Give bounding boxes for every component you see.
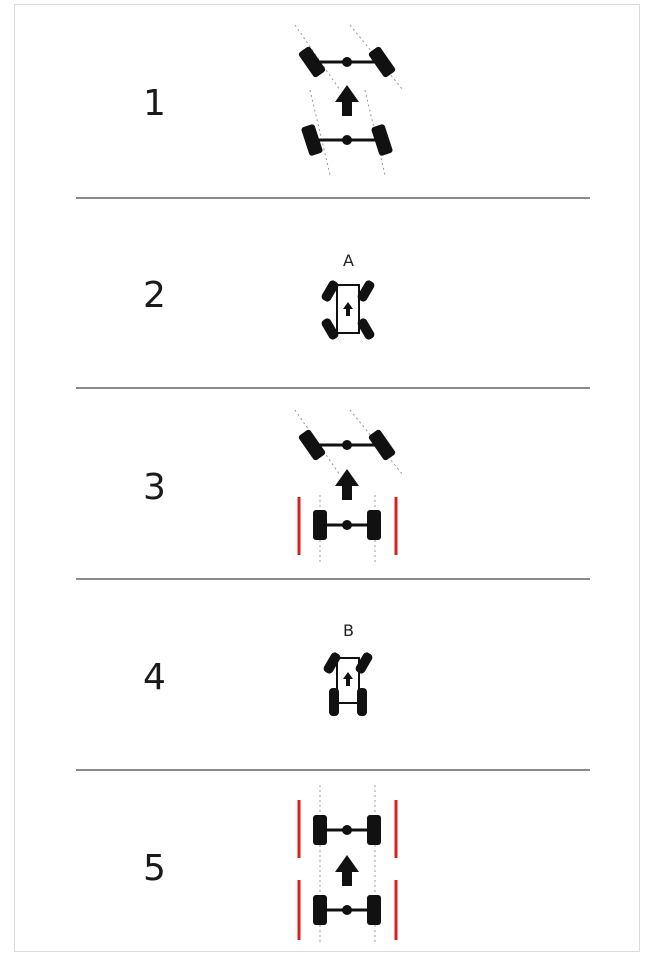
crab-steer-diagram	[294, 24, 404, 176]
divider	[76, 578, 590, 580]
row-number-4: 4	[143, 657, 166, 698]
mode-letter-b: B	[343, 621, 354, 640]
four-wheel-steer-diagram: A	[321, 251, 375, 340]
direction-arrow-icon	[335, 85, 359, 116]
front-steer-tractor-diagram: B	[323, 621, 373, 716]
divider	[76, 769, 590, 771]
front-axle	[298, 46, 396, 78]
divider	[76, 387, 590, 389]
straight-diagram	[297, 785, 398, 945]
row-number-3: 3	[143, 467, 166, 508]
front-steer-diagram	[294, 409, 404, 565]
direction-arrow-icon	[335, 855, 359, 886]
row-number-5: 5	[143, 848, 166, 889]
rear-axle	[301, 124, 393, 156]
direction-arrow-icon	[335, 469, 359, 500]
mode-letter-a: A	[343, 251, 354, 270]
steering-modes-panel: 1 2 A 3	[14, 4, 640, 952]
row-number-2: 2	[143, 275, 166, 316]
divider	[76, 197, 590, 199]
row-number-1: 1	[143, 83, 166, 124]
